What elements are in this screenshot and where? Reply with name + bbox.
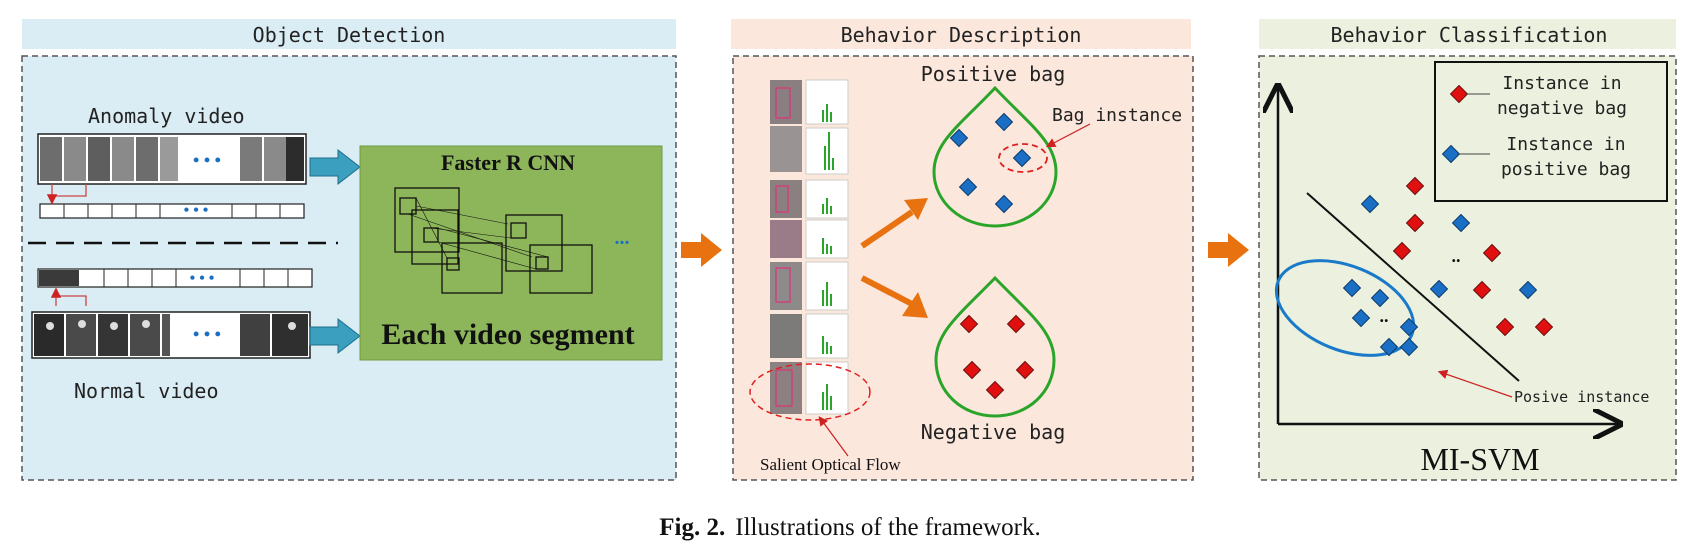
svm-hyperplane [1306, 192, 1520, 382]
to-negative-bag-arrow [860, 275, 914, 307]
salient-flow-ellipse [749, 363, 871, 421]
anomaly-to-cnn-arrow [309, 148, 361, 186]
cnn-feature-maps [394, 187, 593, 294]
blue-instances [1342, 194, 1538, 357]
panel-behavior-description: Behavior Description [731, 19, 1194, 481]
negative-bag-instances [959, 314, 1035, 400]
flow-histograms [805, 79, 849, 415]
svg-text:..: .. [1452, 246, 1461, 266]
legend-positive-marker [1441, 144, 1461, 164]
figure-caption: Fig. 2. Illustrations of the framework. [0, 514, 1700, 542]
detection-to-description-arrow [681, 233, 722, 267]
to-positive-bag-arrow [860, 209, 914, 249]
legend-negative-line1: Instance in [1502, 73, 1621, 94]
panel-object-detection: Object Detection Anomaly video • • • [21, 19, 677, 481]
bag-instance-label: Bag instance [1052, 105, 1182, 126]
normal-video-label: Normal video [74, 379, 219, 403]
red-instances [1392, 176, 1554, 337]
anomaly-video-label: Anomaly video [88, 104, 245, 128]
mi-svm-label: MI-SVM [1420, 441, 1539, 477]
each-video-segment-label: Each video segment [381, 318, 634, 351]
panel-behavior-classification: Behavior Classification Instance in nega… [1258, 19, 1677, 481]
anomaly-segment-bar [39, 203, 305, 219]
positive-bag-instances [949, 112, 1032, 214]
optical-flow-thumbnails [770, 80, 802, 414]
salient-flow-label: Salient Optical Flow [760, 455, 901, 474]
normal-bar-ellipsis: • • • [190, 270, 215, 287]
normal-to-cnn-arrow [309, 317, 361, 355]
legend-negative-line2: negative bag [1497, 98, 1627, 119]
legend-box [1434, 61, 1668, 202]
positive-bag-label: Positive bag [921, 62, 1066, 86]
detection-title: Object Detection [253, 23, 446, 47]
cnn-more-dots: ... [615, 227, 630, 249]
legend-positive-line2: positive bag [1501, 159, 1631, 180]
negative-bag-shape [934, 275, 1056, 418]
bag-instance-ellipse [998, 143, 1048, 173]
negative-bag-label: Negative bag [921, 420, 1066, 444]
positive-instance-ellipse [1274, 259, 1416, 357]
svg-text:..: .. [1380, 306, 1389, 326]
classification-title: Behavior Classification [1331, 23, 1608, 47]
normal-segment-bar [37, 268, 313, 288]
description-title: Behavior Description [841, 23, 1082, 47]
normal-ellipsis: • • • [193, 324, 221, 344]
caption-text: Illustrations of the framework. [735, 514, 1041, 541]
faster-rcnn-box [359, 145, 663, 361]
anomaly-ellipsis: • • • [193, 150, 221, 170]
anomaly-bar-ellipsis: • • • [184, 202, 209, 219]
description-to-classification-arrow [1208, 233, 1249, 267]
caption-label: Fig. 2. [659, 514, 726, 541]
anomaly-film-strip [37, 133, 307, 185]
legend-positive-line1: Instance in [1506, 134, 1625, 155]
legend-negative-marker [1449, 84, 1469, 104]
detection-header [22, 19, 676, 49]
normal-film-strip [31, 311, 311, 359]
posive-instance-label: Posive instance [1514, 388, 1649, 406]
faster-rcnn-title: Faster R CNN [441, 150, 575, 175]
